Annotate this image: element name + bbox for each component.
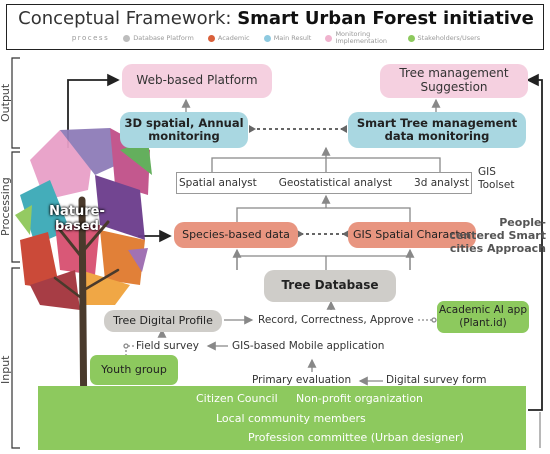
title-main: Smart Urban Forest initiative — [237, 8, 534, 29]
title-box: Conceptual Framework: Smart Urban Forest… — [6, 4, 544, 50]
node-record: Record, Correctness, Approve — [258, 314, 414, 326]
legend-item-main-result: Main Result — [263, 34, 311, 42]
stakeholder-nonprofit: Non-profit organization — [296, 392, 424, 405]
gis-toolset-bar: Spatial analyst Geostatistical analyst 3… — [176, 172, 472, 194]
legend-dot-icon — [325, 34, 333, 42]
stakeholder-profession: Profession committee (Urban designer) — [248, 431, 464, 444]
node-spatial-analyst: Spatial analyst — [179, 176, 257, 189]
stage-processing-label: Processing — [0, 177, 12, 237]
legend-item-monitoring: Monitoring Implementation — [325, 31, 393, 45]
node-gis-spatial: GIS Spatial Character — [348, 222, 476, 248]
node-geostat-analyst: Geostatistical analyst — [278, 176, 393, 189]
legend-dot-icon — [123, 34, 131, 42]
legend-dot-icon — [263, 34, 271, 42]
node-spatial-monitoring: 3D spatial, Annual monitoring — [120, 112, 248, 148]
gis-toolset-label: GIS Toolset — [478, 166, 515, 191]
legend-item-academic: Academic — [207, 34, 250, 42]
node-mobile-app: GIS-based Mobile application — [232, 340, 385, 352]
node-3d-analyst: 3d analyst — [414, 176, 469, 189]
people-centered-label: People-centered Smart cities Approach — [449, 216, 546, 256]
stage-output-label: Output — [0, 83, 12, 123]
page-title: Conceptual Framework: Smart Urban Forest… — [7, 8, 545, 29]
node-tree-database: Tree Database — [264, 270, 396, 302]
legend-item-database: Database Platform — [123, 34, 194, 42]
node-academic-app: Academic AI app (Plant.id) — [437, 301, 529, 333]
nature-based-label: Nature-based — [49, 204, 105, 234]
legend-dot-icon — [207, 34, 215, 42]
node-field-survey: Field survey — [136, 340, 199, 352]
node-smart-tree: Smart Tree management data monitoring — [348, 112, 526, 148]
title-prefix: Conceptual Framework: — [18, 8, 232, 29]
node-web-platform: Web-based Platform — [122, 64, 272, 98]
node-primary-eval: Primary evaluation — [252, 374, 352, 386]
stakeholder-citizen: Citizen Council — [196, 392, 278, 405]
node-tree-suggestion: Tree management Suggestion — [380, 64, 528, 98]
outer-arrows — [67, 73, 543, 411]
legend-dot-icon — [407, 34, 415, 42]
stakeholder-community: Local community members — [216, 412, 366, 425]
node-digital-form: Digital survey form — [386, 374, 487, 386]
legend-process-label: process — [71, 34, 110, 42]
stakeholder-ground: Citizen Council Non-profit organization … — [38, 386, 526, 450]
node-species-data: Species-based data — [174, 222, 298, 248]
stage-input-label: Input — [0, 355, 12, 385]
node-tree-profile: Tree Digital Profile — [104, 310, 222, 332]
legend-item-stakeholders: Stakeholders/Users — [407, 34, 480, 42]
stage-brackets — [11, 57, 20, 449]
legend: process Database Platform Academic Main … — [7, 31, 545, 45]
node-youth-group: Youth group — [90, 355, 178, 385]
tree-crown — [15, 128, 152, 310]
